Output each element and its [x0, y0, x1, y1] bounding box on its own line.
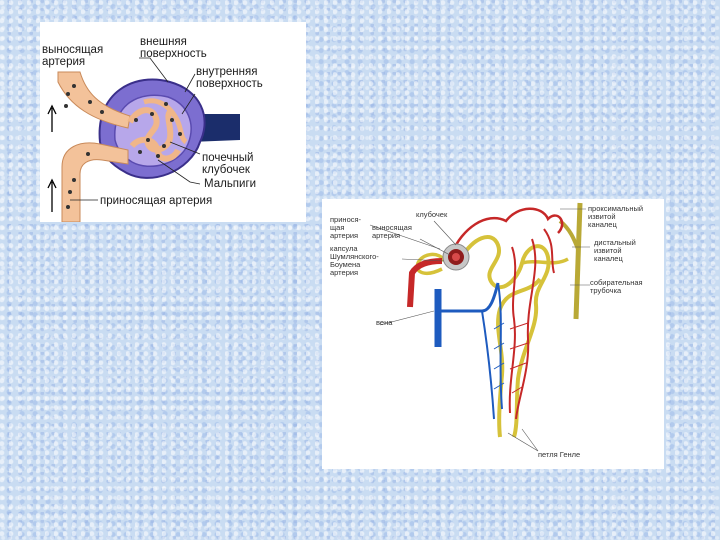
- inner-surface-label: внутренняя поверхность: [196, 66, 263, 90]
- afferent-artery-label: приносящая артерия: [100, 195, 212, 207]
- collecting-label-line2: трубочка: [590, 287, 643, 295]
- glomerulus-diagram-panel: выносящая артерия внешняя поверхность вн…: [40, 22, 306, 222]
- loop-of-henle-label: петля Генле: [538, 451, 580, 459]
- outer-surface-label-line1: внешняя: [140, 36, 207, 48]
- glomerulus-label-line1: почечный: [202, 152, 253, 164]
- malpighi-label: Мальпиги: [204, 178, 256, 190]
- efferent-label-line2: артерия: [372, 232, 412, 240]
- capsule-label-line4: артерия: [330, 269, 379, 277]
- efferent-artery-label-line1: выносящая: [42, 44, 103, 56]
- vein-label: вена: [376, 319, 392, 327]
- efferent-artery-label-line2: артерия: [42, 56, 103, 68]
- proximal-label-line3: каналец: [588, 221, 643, 229]
- outer-surface-label: внешняя поверхность: [140, 36, 207, 60]
- nephron-diagram-panel: прино­ся- щая артерия выносящая артерия …: [322, 199, 664, 469]
- collecting-duct-label: собирательная трубочка: [590, 279, 643, 295]
- inner-surface-label-line1: внутренняя: [196, 66, 263, 78]
- glomerulus-label: клубочек: [416, 211, 447, 219]
- efferent-artery-label: выносящая артерия: [42, 44, 103, 68]
- afferent-label-line3: артерия: [330, 232, 361, 240]
- distal-label-line3: каналец: [594, 255, 636, 263]
- outer-surface-label-line2: поверхность: [140, 48, 207, 60]
- distal-tubule-label: дистальный извитой каналец: [594, 239, 636, 263]
- glomerulus-label-line2: клубочек: [202, 164, 253, 176]
- proximal-tubule-label: проксимальный извитой каналец: [588, 205, 643, 229]
- afferent-artery-label: прино­ся- щая артерия: [330, 216, 361, 240]
- glomerulus-label: почечный клубочек: [202, 152, 253, 176]
- bowman-capsule-label: капсула Шумлянского- Боумена артерия: [330, 245, 379, 277]
- efferent-artery-label: выносящая артерия: [372, 224, 412, 240]
- inner-surface-label-line2: поверхность: [196, 78, 263, 90]
